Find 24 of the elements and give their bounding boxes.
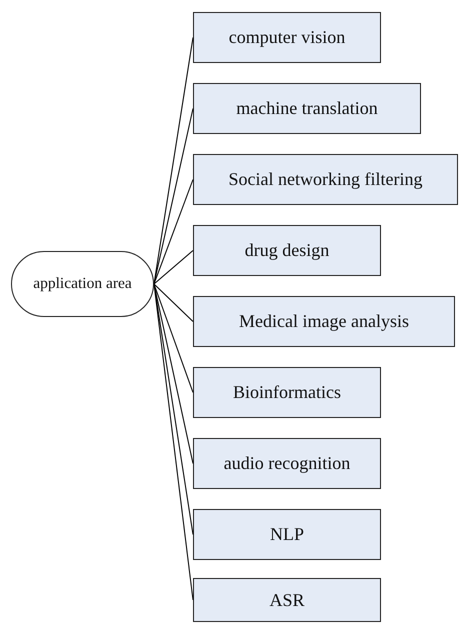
node-label: audio recognition [224,453,350,474]
node-label: application area [33,275,132,293]
connector-line [154,284,194,322]
node-label: computer vision [228,27,346,48]
node-label: Medical image analysis [239,311,409,332]
node-label: drug design [244,240,330,261]
process-box [193,509,381,560]
node-label: ASR [269,590,304,610]
process-box [193,83,421,134]
process-box [193,578,381,622]
process-box [193,438,381,489]
rounded-node [11,251,154,317]
process-box [193,296,455,347]
node-label: machine translation [236,98,378,119]
process-box [193,12,381,63]
connector-line [154,179,194,284]
node-label: Bioinformatics [233,382,341,403]
process-box [193,225,381,276]
process-box [193,154,458,205]
connector-line [154,284,194,393]
process-box [193,367,381,418]
connector-line [154,250,194,284]
node-label: NLP [270,524,304,545]
node-label: Social networking filtering [228,169,422,190]
